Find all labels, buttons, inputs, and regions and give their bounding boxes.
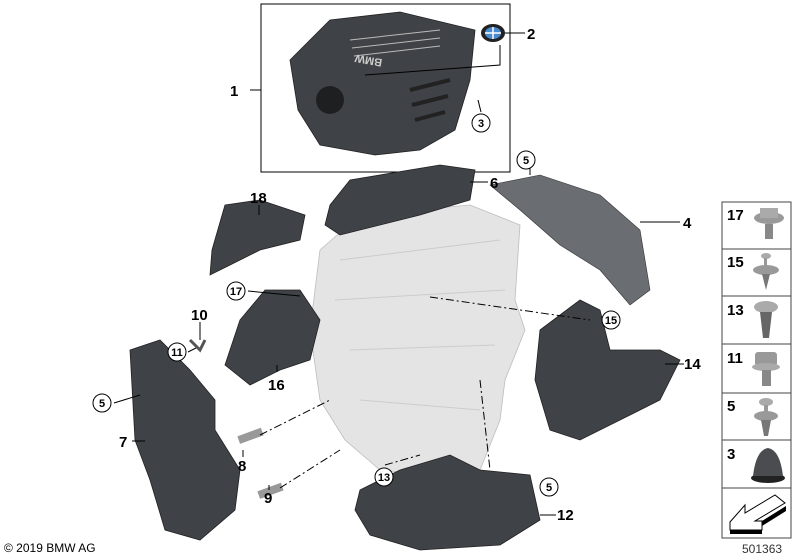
svg-text:15: 15: [605, 315, 617, 327]
svg-text:5: 5: [546, 482, 552, 494]
diagram-number: 501363: [742, 542, 783, 556]
part-9-stud[interactable]: [257, 482, 284, 499]
part-12-underbody[interactable]: [354, 454, 541, 551]
callout-15-circle: 15: [601, 310, 621, 330]
legend-number-15: 15: [727, 254, 744, 271]
callout-5-circle: 5: [539, 477, 559, 497]
callout-17-circle: 17: [226, 281, 246, 301]
part-7-cover[interactable]: [129, 339, 241, 541]
part-4-heat-shield[interactable]: [489, 174, 651, 306]
callout-5-circle: 5: [92, 393, 112, 413]
part-14-shield[interactable]: [534, 299, 681, 441]
hex-bolt-icon: [752, 352, 780, 386]
hex-flange-bolt-icon: [754, 208, 784, 239]
rubber-grommet-icon: [751, 448, 785, 483]
cover-group-frame: [260, 3, 511, 173]
svg-text:5: 5: [99, 398, 105, 410]
legend-number-11: 11: [727, 350, 743, 367]
legend-number-3: 3: [727, 446, 735, 463]
callout-5-circle: 5: [516, 150, 536, 170]
fastener-legend: 17 15 13 11 5 3: [721, 201, 792, 539]
svg-text:13: 13: [378, 472, 390, 484]
callout-4: 4: [683, 215, 692, 232]
legend-number-13: 13: [727, 302, 744, 319]
callout-9: 9: [264, 490, 272, 507]
callout-10: 10: [191, 307, 208, 324]
callout-3-circle: 3: [471, 113, 491, 133]
callout-16: 16: [268, 377, 285, 394]
callout-12: 12: [557, 507, 574, 524]
callout-7: 7: [119, 434, 127, 451]
engine-block: [309, 204, 526, 476]
callout-11-circle: 11: [167, 342, 187, 362]
arrow-direction-icon: [729, 494, 786, 534]
push-clip-icon: [754, 301, 778, 338]
legend-number-5: 5: [727, 398, 735, 415]
callout-1: 1: [230, 83, 238, 100]
part-18-shield[interactable]: [209, 199, 306, 276]
svg-text:3: 3: [478, 118, 484, 130]
expanding-rivet-icon: [753, 253, 779, 290]
part-10-clip[interactable]: [188, 338, 207, 353]
callout-6: 6: [490, 175, 498, 192]
svg-text:11: 11: [171, 347, 183, 359]
copyright-text: © 2019 BMW AG: [4, 541, 96, 555]
cover-logo-text: BMW: [353, 51, 383, 68]
callout-2: 2: [527, 26, 535, 43]
callout-8: 8: [238, 458, 246, 475]
svg-text:17: 17: [230, 286, 242, 298]
callout-14: 14: [684, 356, 701, 373]
callout-18: 18: [250, 190, 267, 207]
legend-number-17: 17: [727, 207, 744, 224]
part-6-cover[interactable]: [324, 164, 476, 236]
part-8-stud[interactable]: [237, 427, 264, 444]
expanding-rivet-icon: [754, 398, 778, 436]
bmw-emblem[interactable]: [481, 24, 505, 42]
part-16-bracket[interactable]: [224, 289, 321, 386]
callout-13-circle: 13: [374, 467, 394, 487]
engine-cover-part[interactable]: BMW: [289, 11, 476, 156]
svg-text:5: 5: [523, 155, 529, 167]
